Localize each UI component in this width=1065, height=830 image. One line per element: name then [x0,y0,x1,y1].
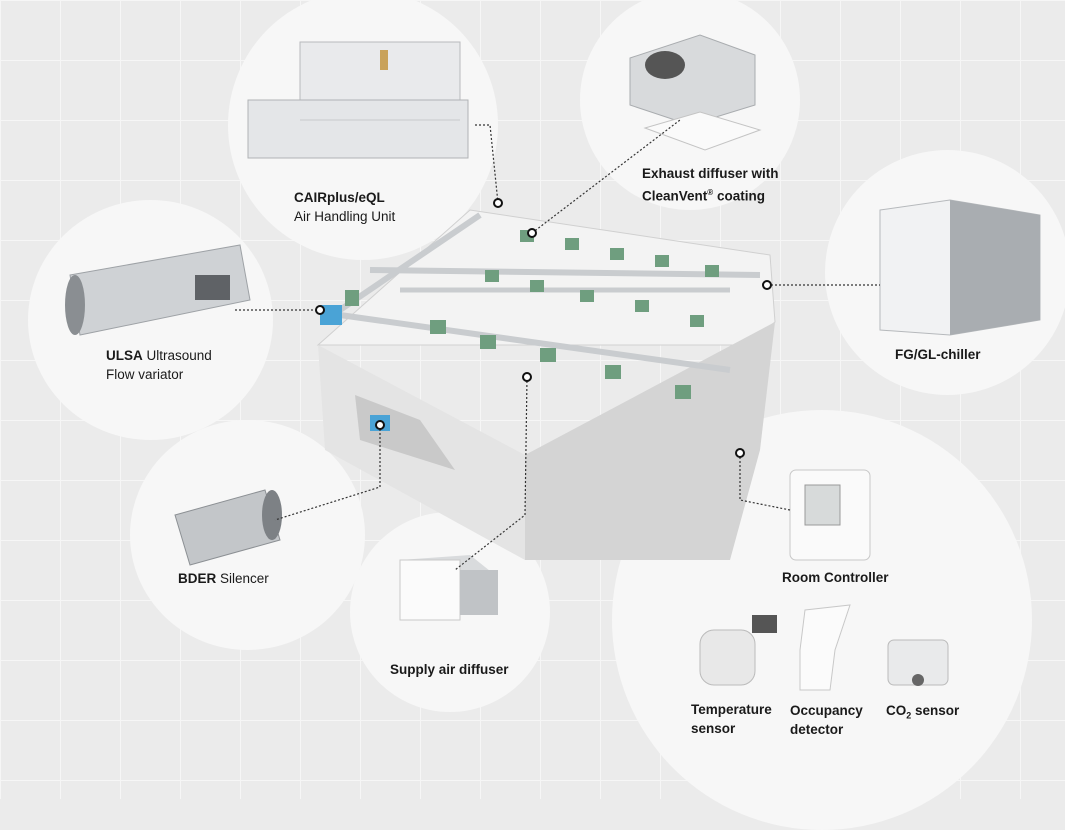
supply-label: Supply air diffuser [390,662,509,677]
exhaust-line2-end: coating [713,188,765,204]
bder-silencer-image [174,489,282,566]
co2-text: CO [886,703,907,718]
occ-line1: Occupancy [790,703,863,718]
ahu-subtitle: Air Handling Unit [294,209,396,224]
temp-line2: sensor [691,721,736,736]
ulsa-flow-variator-image [65,244,251,336]
occupancy-detector-image [799,604,851,691]
co2-sensor-image [887,639,949,686]
room-controller-label: Room Controller [782,570,889,585]
occupancy-detector-label: Occupancy detector [790,701,863,739]
co2-sensor-label: CO2 sensor [886,701,959,726]
bder-label: BDER Silencer [178,569,269,588]
temp-line1: Temperature [691,702,772,717]
ulsa-subtitle: Flow variator [106,367,184,382]
temperature-sensor-image [699,615,777,686]
co2-sensor-text: sensor [911,703,960,718]
bder-name: BDER [178,571,217,586]
ahu-name: CAIRplus/eQL [294,190,385,205]
temperature-sensor-label: Temperature sensor [691,700,772,738]
connector-lines [235,119,880,571]
ulsa-label: ULSA Ultrasound Flow variator [106,346,212,384]
ulsa-name: ULSA [106,348,143,363]
exhaust-line1: Exhaust diffuser with [642,166,779,181]
exhaust-diffuser-image [629,34,762,151]
exhaust-label: Exhaust diffuser with CleanVent® coating [642,164,779,206]
connector-dots [315,198,772,458]
air-handling-unit-image [247,41,469,159]
building-model [316,209,776,560]
bder-rest: Silencer [216,571,269,586]
ahu-label: CAIRplus/eQL Air Handling Unit [294,188,395,226]
registered-mark: ® [707,188,714,197]
chiller-label: FG/GL-chiller [895,347,981,362]
occ-line2: detector [790,722,844,737]
chiller-image [879,199,1041,336]
co2-subscript: 2 [906,710,912,721]
supply-diffuser-image [399,555,498,621]
diagram-graphics [65,34,1041,691]
ulsa-rest: Ultrasound [142,348,212,363]
room-controller-image [789,469,871,561]
exhaust-line2: CleanVent [642,188,708,204]
